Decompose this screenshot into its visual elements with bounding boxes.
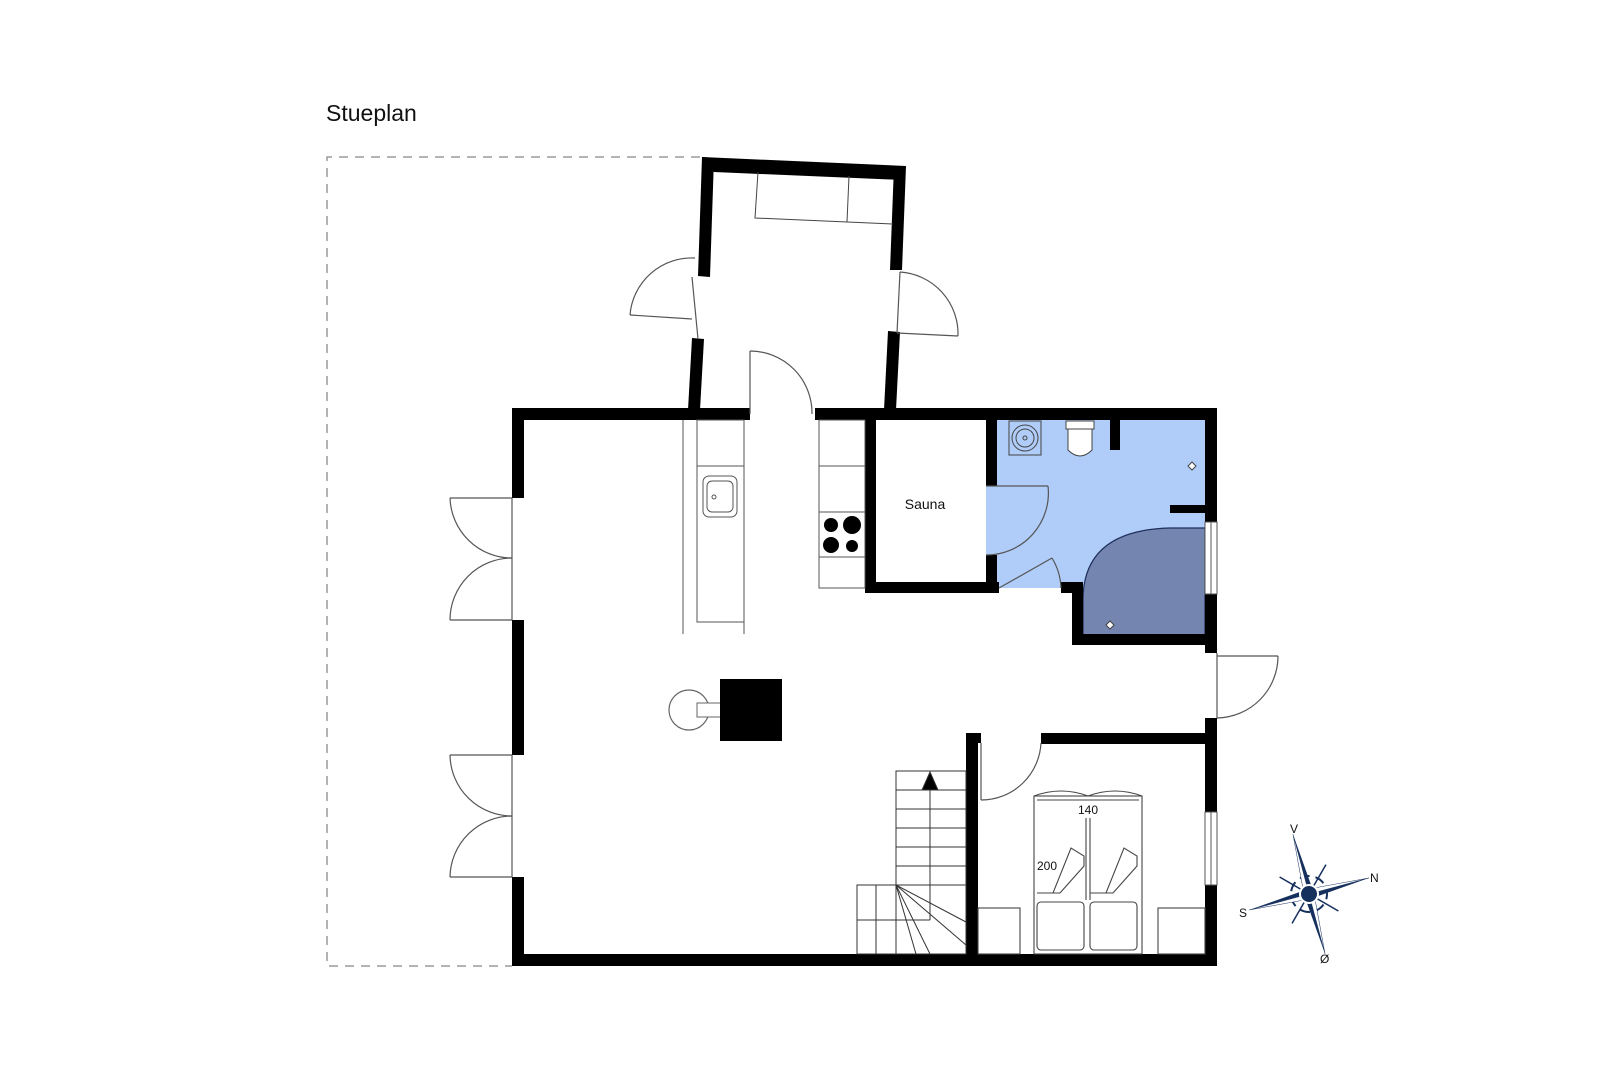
stair-arrow-icon xyxy=(921,770,939,791)
plan-title: Stueplan xyxy=(326,100,417,126)
toilet-icon xyxy=(1065,420,1095,430)
terrace-outline xyxy=(326,156,700,967)
entrance-bench xyxy=(754,171,894,225)
doors xyxy=(449,257,1279,878)
compass-label-west: V xyxy=(1290,822,1298,836)
room-label-sauna: Sauna xyxy=(905,496,946,512)
staircase xyxy=(856,770,967,955)
nightstand xyxy=(1157,907,1206,955)
shower-area xyxy=(1082,527,1206,641)
bathroom-fixtures xyxy=(1008,420,1197,630)
sink-icon xyxy=(702,475,738,518)
compass-label-south: S xyxy=(1239,906,1247,920)
fireplace-icon xyxy=(668,679,782,741)
bed-width-label: 140 xyxy=(1078,803,1098,817)
compass-label-north: N xyxy=(1370,871,1379,885)
compass-label-east: Ø xyxy=(1320,952,1329,966)
washbasin-icon xyxy=(1008,420,1042,456)
compass-rose-icon xyxy=(1249,834,1369,954)
kitchen-counters xyxy=(682,419,866,634)
bed xyxy=(977,790,1206,955)
nightstand xyxy=(977,907,1021,955)
drain-icon xyxy=(1105,620,1115,630)
stove-icon xyxy=(823,516,861,553)
drain-icon xyxy=(1187,461,1197,471)
windows xyxy=(1204,521,1218,886)
bed-length-label: 200 xyxy=(1037,859,1057,873)
